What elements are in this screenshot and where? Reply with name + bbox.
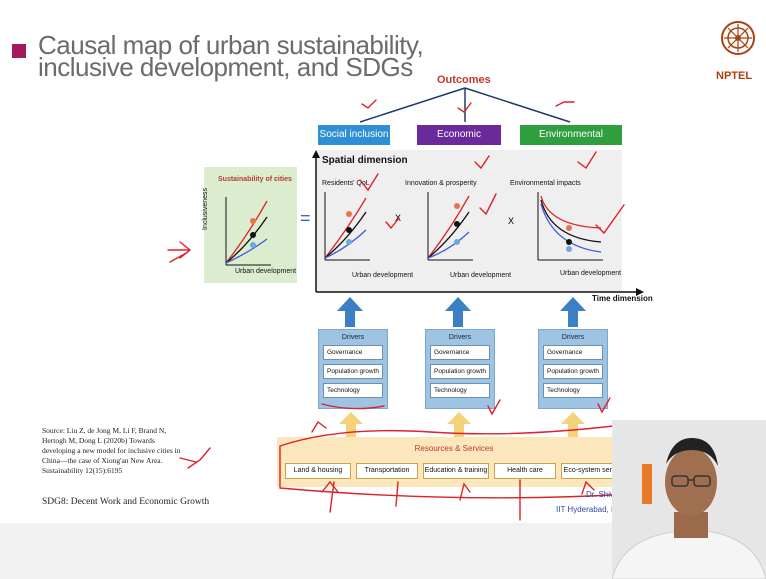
- spatial-dimension-box: [316, 150, 622, 292]
- slide-title: Causal map of urban sustainability, incl…: [38, 30, 424, 82]
- driver-governance-1: Governance: [323, 345, 383, 360]
- driver-technology-1: Technology: [323, 383, 383, 398]
- dimension-axes: [312, 150, 644, 296]
- driver-population-1: Population growth: [323, 364, 383, 379]
- presenter-video: [612, 420, 766, 579]
- arrow-up-blue-3: [560, 297, 586, 327]
- resource-eco-system-service: Eco-system service: [561, 463, 627, 479]
- drivers-box-3: Drivers Governance Population growth Tec…: [538, 329, 608, 409]
- drivers-title-2: Drivers: [448, 334, 472, 341]
- sustainability-xlabel: Urban development: [235, 268, 297, 275]
- panel-label-innovation: Innovation & prosperity: [405, 180, 477, 187]
- driver-population-3: Population growth: [543, 364, 603, 379]
- multiply-symbol-2: X: [508, 216, 515, 226]
- arrow-up-yellow-1: [339, 412, 363, 438]
- outcomes-label: Outcomes: [437, 74, 491, 86]
- resource-transportation: Transportation: [356, 463, 418, 479]
- panel-label-environmental-impacts: Environmental impacts: [510, 180, 581, 187]
- presenter-affiliation: IIT Hyderabad, India: [556, 505, 629, 514]
- slide-title-line1: Causal map of urban sustainability,: [38, 30, 424, 60]
- resource-education-training: Education & training: [423, 463, 489, 479]
- resources-title: Resources & Services: [414, 444, 494, 453]
- time-dimension-label: Time dimension: [592, 294, 653, 303]
- driver-governance-2: Governance: [430, 345, 490, 360]
- panel-chart-innovation: [427, 192, 473, 261]
- drivers-title-1: Drivers: [341, 334, 365, 341]
- drivers-title-3: Drivers: [561, 334, 585, 341]
- nptel-logo: [721, 21, 755, 55]
- drivers-box-2: Drivers Governance Population growth Tec…: [425, 329, 495, 409]
- driver-technology-3: Technology: [543, 383, 603, 398]
- sdg-caption: SDG8: Decent Work and Economic Growth: [42, 497, 210, 507]
- panel-xlabel-3: Urban development: [560, 270, 622, 277]
- source-citation: Source: Liu Z, de Jong M, Li F, Brand N,…: [42, 426, 181, 475]
- panel-xlabel-2: Urban development: [450, 272, 512, 279]
- nptel-logo-text: NPTEL: [716, 70, 753, 82]
- spatial-dimension-label: Spatial dimension: [322, 155, 408, 166]
- resource-land-housing: Land & housing: [285, 463, 351, 479]
- slide-title-line2: inclusive development, and SDGs: [38, 52, 413, 82]
- driver-population-2: Population growth: [430, 364, 490, 379]
- multiply-symbol-1: X: [395, 213, 402, 223]
- resources-services-box: Resources & Services Land & housing Tran…: [277, 437, 631, 487]
- panel-xlabel-1: Urban development: [352, 272, 414, 279]
- drivers-box-1: Drivers Governance Population growth Tec…: [318, 329, 388, 409]
- outcomes-connector: [359, 87, 571, 123]
- arrow-up-yellow-3: [561, 412, 585, 438]
- panel-label-residents-qol: Residents' QoL: [322, 180, 370, 187]
- driver-governance-3: Governance: [543, 345, 603, 360]
- panel-chart-environmental-impacts: [537, 192, 603, 261]
- arrow-up-blue-1: [337, 297, 363, 327]
- panel-chart-residents-qol: [324, 192, 370, 261]
- equals-symbol: =: [300, 208, 311, 228]
- driver-technology-2: Technology: [430, 383, 490, 398]
- presenter-name: Dr. Shiva Ji: [586, 490, 627, 499]
- sustainability-chart: [225, 197, 271, 266]
- arrow-up-yellow-2: [447, 412, 471, 438]
- resource-health-care: Health care: [494, 463, 556, 479]
- sustainability-box: [204, 167, 297, 283]
- sustainability-title: Sustainability of cities: [218, 176, 292, 183]
- category-social-inclusion: Social inclusion: [318, 125, 390, 145]
- arrow-up-blue-2: [445, 297, 471, 327]
- title-bullet: [12, 44, 26, 58]
